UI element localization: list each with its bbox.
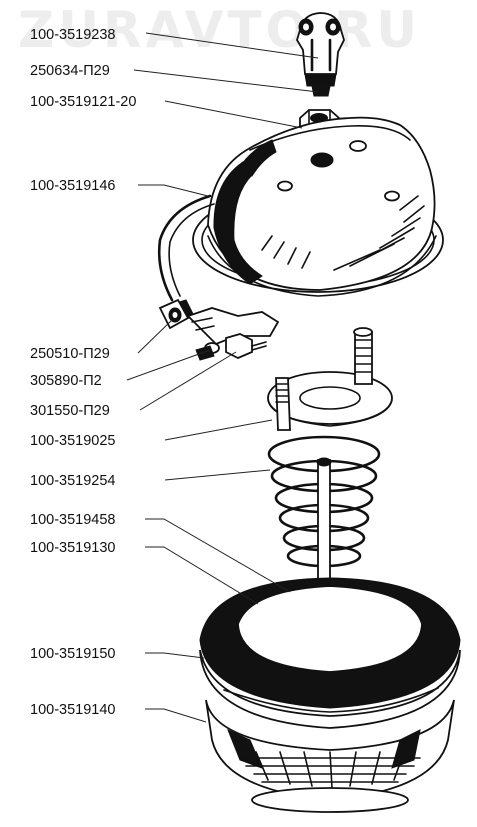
callout-label-3: 100-3519121-20 [30, 94, 136, 110]
fork-bracket-drawing [296, 12, 345, 97]
coil-spring-drawing [267, 435, 381, 591]
lower-housing-drawing [205, 699, 455, 813]
leader-line-9 [164, 469, 271, 481]
callout-label-9: 100-3519254 [30, 473, 115, 489]
callout-label-4: 100-3519146 [30, 178, 115, 194]
leader-line-12 [145, 652, 205, 659]
callout-label-5: 250510-П29 [30, 346, 110, 362]
callout-label-7: 301550-П29 [30, 403, 110, 419]
leader-line-10 [145, 518, 291, 593]
leader-line-7 [139, 351, 237, 411]
leader-line-4 [138, 184, 209, 197]
leader-line-6 [126, 349, 211, 381]
leader-line-3 [164, 100, 303, 129]
leader-line-11 [145, 546, 259, 605]
watermark-logo: ZURAVTO.RU [18, 1, 421, 59]
callout-label-10: 100-3519458 [30, 512, 115, 528]
clamp-band-drawing [157, 194, 280, 361]
callout-label-12: 100-3519150 [30, 646, 115, 662]
leader-line-1 [145, 32, 319, 59]
upper-housing-drawing [192, 116, 444, 297]
spring-plate-drawing [267, 327, 393, 431]
callout-label-1: 100-3519238 [30, 27, 115, 43]
callout-labels: 100-3519238 250634-П29 100-3519121-20 10… [30, 27, 136, 718]
leader-line-8 [164, 419, 273, 441]
callout-label-11: 100-3519130 [30, 540, 115, 556]
callout-label-2: 250634-П29 [30, 63, 110, 79]
callout-label-13: 100-3519140 [30, 702, 115, 718]
leader-lines [126, 32, 319, 723]
callout-label-8: 100-3519025 [30, 433, 115, 449]
diaphragm-drawing [199, 577, 461, 729]
callout-label-6: 305890-П2 [30, 373, 102, 389]
leader-line-5 [137, 319, 173, 354]
leader-line-13 [145, 708, 207, 723]
leader-line-2 [133, 69, 319, 93]
